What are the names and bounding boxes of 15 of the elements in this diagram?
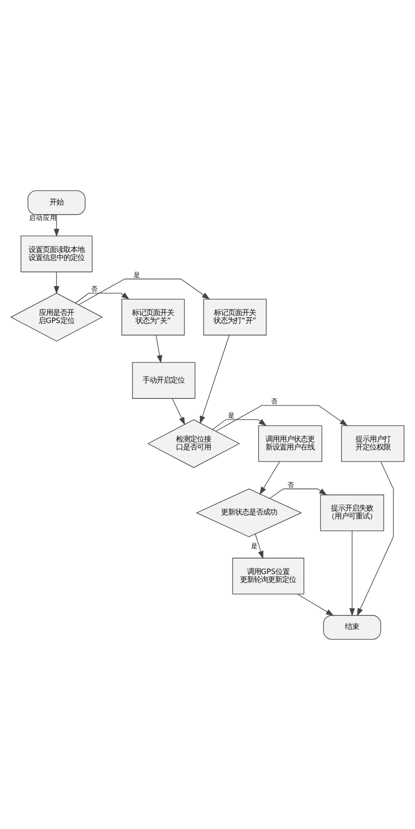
arrow [254, 533, 264, 559]
arrow [269, 488, 328, 498]
arrow [212, 418, 267, 430]
arrow [349, 530, 355, 616]
arrow [75, 292, 130, 303]
arrow [260, 460, 280, 494]
arrow [172, 398, 186, 425]
arrow [54, 271, 60, 294]
arrow [200, 334, 230, 424]
arrow [78, 278, 210, 305]
arrow [156, 334, 162, 363]
arrow [297, 593, 334, 616]
arrow [356, 460, 394, 616]
arrow [215, 404, 348, 432]
arrow [54, 214, 60, 236]
